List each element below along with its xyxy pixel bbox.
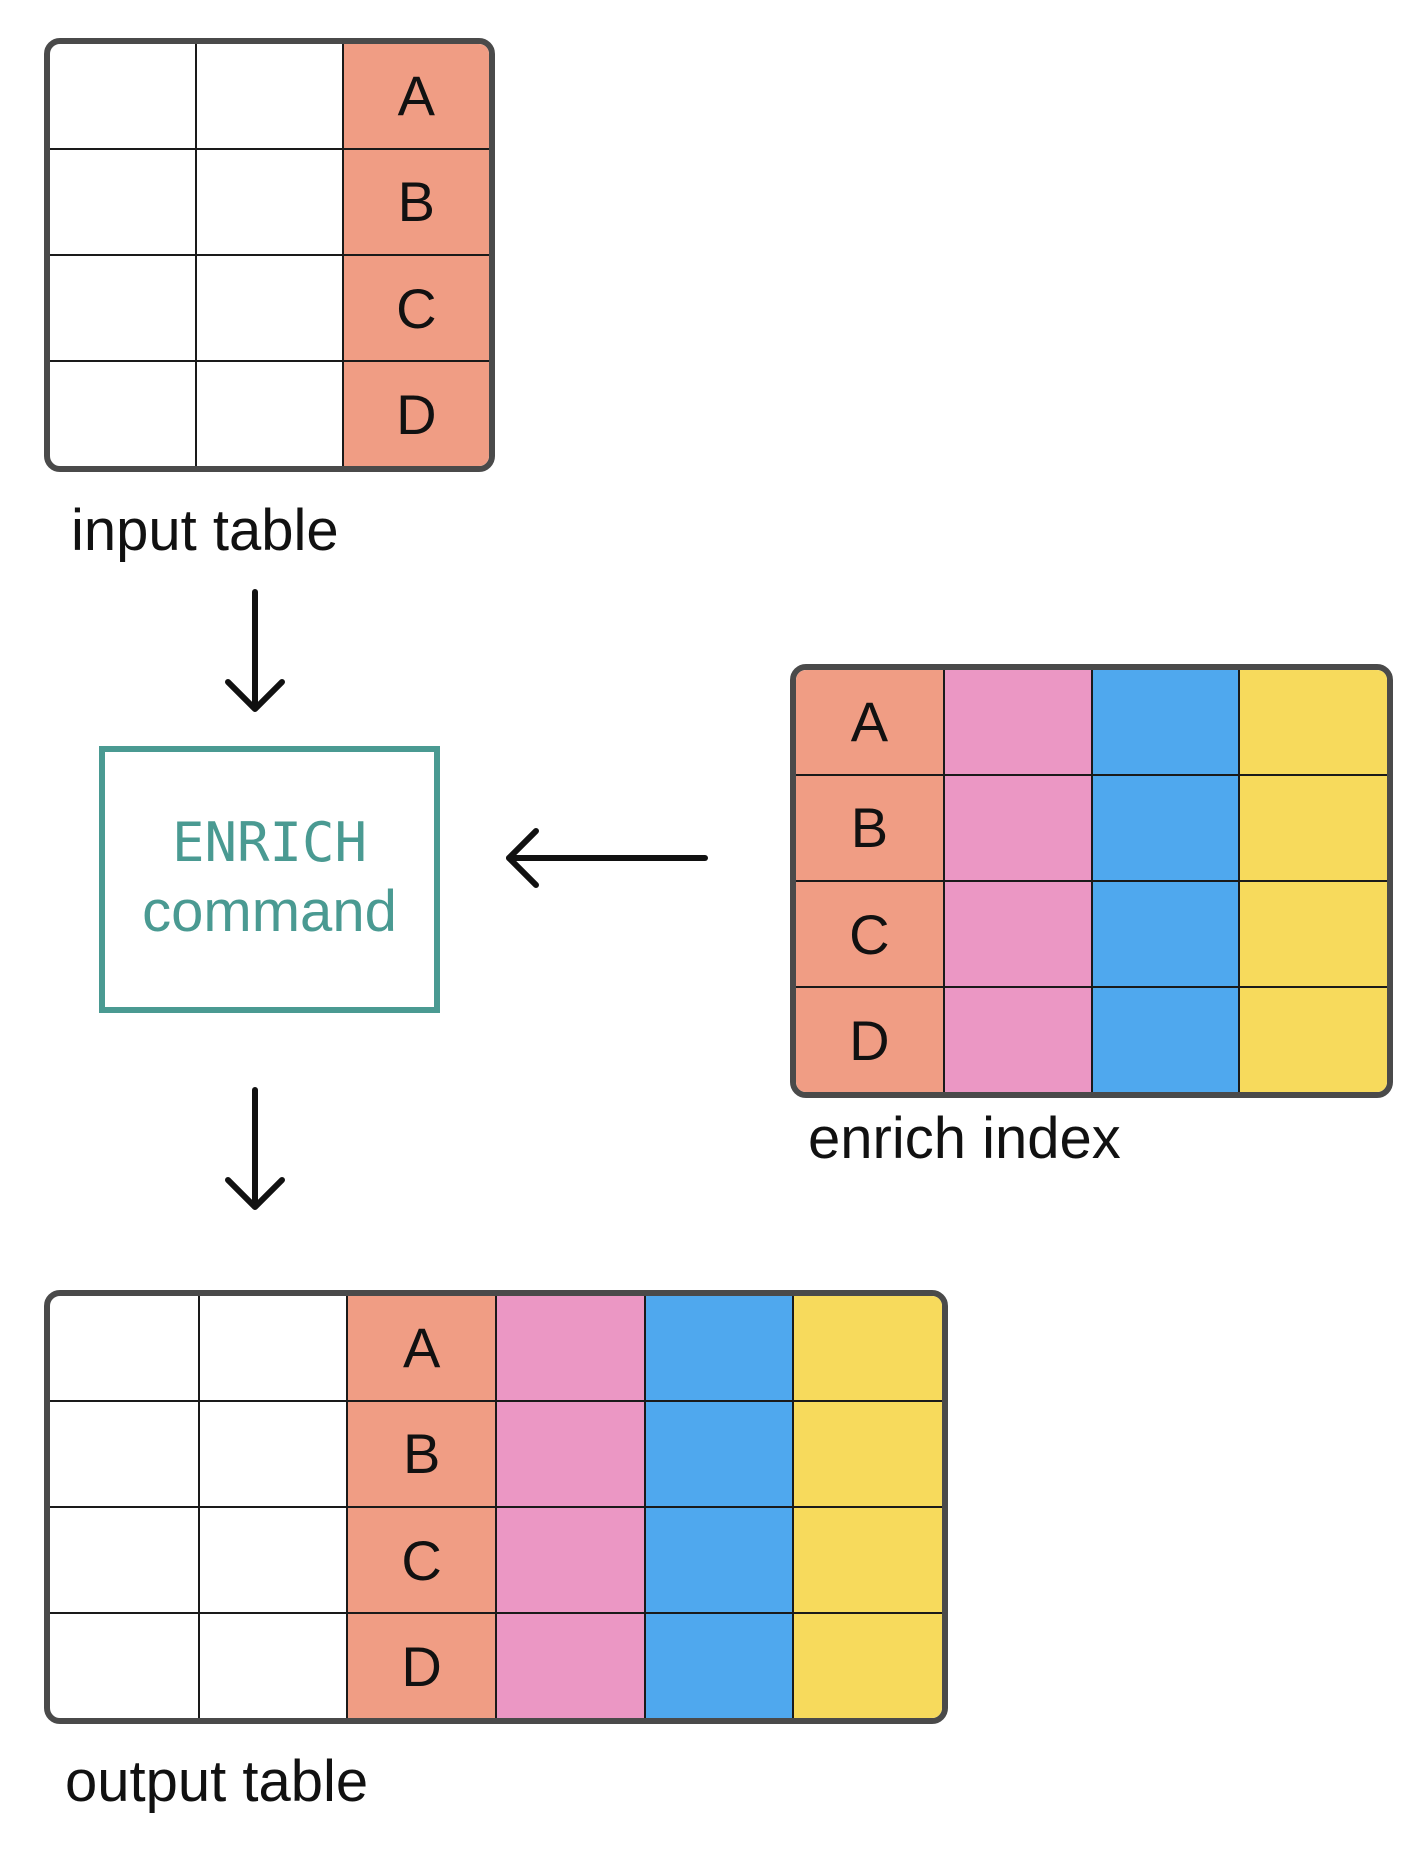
enrich-pink-cell — [942, 986, 1093, 1092]
enrich-command-box: ENRICH command — [99, 746, 440, 1013]
enrich-key-cell: D — [796, 986, 945, 1092]
output-cell-empty — [197, 1399, 349, 1508]
arrow-down-icon — [225, 589, 285, 712]
enrich-yellow-cell — [1238, 773, 1387, 882]
output-key-cell: C — [346, 1505, 497, 1615]
input-cell-empty — [50, 360, 198, 466]
output-cell-empty — [197, 1296, 349, 1402]
enrich-key-cell: A — [796, 670, 945, 776]
enrich-yellow-cell — [1238, 879, 1387, 989]
arrow-down-icon — [225, 1087, 285, 1210]
output-pink-cell — [494, 1612, 646, 1718]
input-key-cell: B — [341, 147, 489, 256]
enrich-pink-cell — [942, 773, 1093, 882]
output-key-cell: A — [346, 1296, 497, 1402]
output-cell-empty — [50, 1296, 200, 1402]
input-cell-empty — [50, 253, 198, 363]
output-cell-empty — [50, 1505, 200, 1615]
output-blue-cell — [643, 1296, 795, 1402]
output-blue-cell — [643, 1399, 795, 1508]
enrich-blue-cell — [1090, 879, 1241, 989]
output-yellow-cell — [792, 1399, 942, 1508]
enrich-blue-cell — [1090, 670, 1241, 776]
enrich-pink-cell — [942, 879, 1093, 989]
input-cell-empty — [195, 44, 344, 150]
output-key-cell: B — [346, 1399, 497, 1508]
output-cell-empty — [197, 1505, 349, 1615]
input-key-cell: A — [341, 44, 489, 150]
output-table-caption: output table — [65, 1749, 369, 1814]
output-yellow-cell — [792, 1505, 942, 1615]
input-cell-empty — [195, 253, 344, 363]
output-blue-cell — [643, 1612, 795, 1718]
enrich-index-table: A B C D — [790, 664, 1393, 1098]
arrow-left-icon — [506, 828, 708, 888]
enrich-pink-cell — [942, 670, 1093, 776]
output-cell-empty — [197, 1612, 349, 1718]
enrich-blue-cell — [1090, 773, 1241, 882]
enrich-yellow-cell — [1238, 670, 1387, 776]
input-table: A B C D — [44, 38, 495, 472]
command-label: command — [142, 878, 397, 944]
output-key-cell: D — [346, 1612, 497, 1718]
output-table: A B C D — [44, 1290, 948, 1724]
output-cell-empty — [50, 1612, 200, 1718]
enrich-blue-cell — [1090, 986, 1241, 1092]
enrich-key-cell: B — [796, 773, 945, 882]
input-cell-empty — [195, 360, 344, 466]
enrich-index-caption: enrich index — [808, 1106, 1121, 1171]
output-cell-empty — [50, 1399, 200, 1508]
input-cell-empty — [195, 147, 344, 256]
output-yellow-cell — [792, 1612, 942, 1718]
input-key-cell: C — [341, 253, 489, 363]
output-pink-cell — [494, 1399, 646, 1508]
command-name: ENRICH — [171, 810, 368, 874]
input-table-caption: input table — [71, 498, 339, 563]
input-cell-empty — [50, 147, 198, 256]
output-pink-cell — [494, 1296, 646, 1402]
enrich-yellow-cell — [1238, 986, 1387, 1092]
input-key-cell: D — [341, 360, 489, 466]
input-cell-empty — [50, 44, 198, 150]
output-yellow-cell — [792, 1296, 942, 1402]
output-pink-cell — [494, 1505, 646, 1615]
enrich-key-cell: C — [796, 879, 945, 989]
output-blue-cell — [643, 1505, 795, 1615]
